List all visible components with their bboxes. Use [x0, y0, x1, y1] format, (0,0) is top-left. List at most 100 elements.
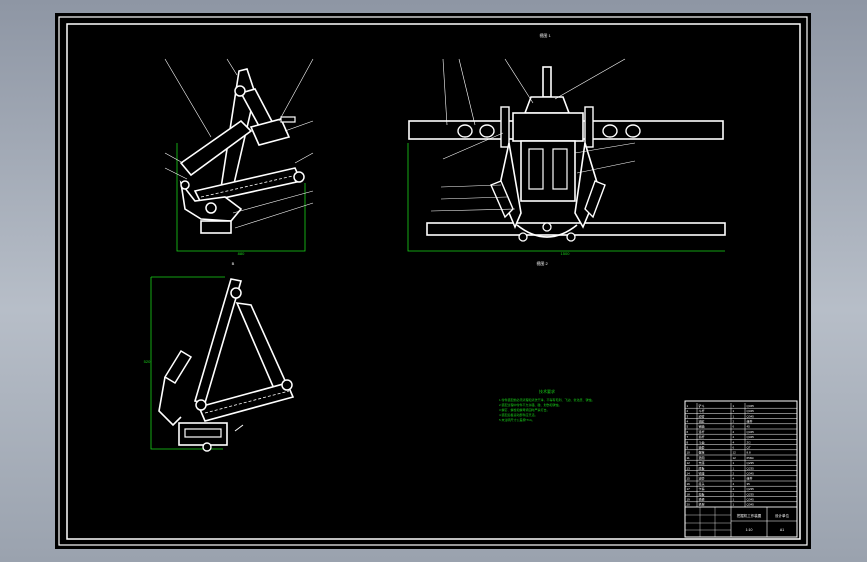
bom-cell: 8 [687, 440, 689, 444]
stick [179, 119, 253, 177]
bom-cell: ZG [747, 440, 752, 444]
dim-frame-rear [407, 143, 725, 252]
wheel-right [566, 232, 576, 242]
roller-left-2 [479, 124, 495, 138]
view-label-side: B [232, 261, 235, 266]
side-pin-mid [195, 399, 207, 411]
bom-cell: 2 [733, 430, 735, 434]
pin-cylinder [293, 171, 305, 183]
outer-border [58, 16, 808, 546]
bom-cell: 10 [687, 451, 691, 455]
roller-right-2 [625, 124, 641, 138]
bom-cell: 1 [733, 414, 735, 418]
bom-cell: Q345 [747, 409, 755, 413]
bom-cell: 4 [733, 482, 735, 486]
drawing-name: 挖掘机工作装置 [737, 513, 762, 518]
tech-notes: 技术要求 1.零件装配前必须清理和清洗干净，不得有毛刺、飞边、氧化皮、锈蚀。 2… [499, 388, 595, 422]
view-front-arm: 880 [164, 58, 314, 256]
bom-cell: 销轴 [699, 424, 705, 429]
bucket-base [200, 220, 232, 234]
mast-head [523, 96, 571, 114]
bom-cell: 1 [733, 498, 735, 502]
bom-cell: 18 [687, 492, 691, 496]
bucket-arc [516, 224, 578, 238]
bom-cell: 4 [687, 420, 689, 424]
company-name: 设计单位 [775, 513, 789, 518]
bom-cell: 6 [687, 430, 689, 434]
bom-cell: Q235 [747, 492, 755, 496]
scale: 1:10 [746, 528, 753, 532]
side-pin-top [230, 287, 242, 299]
post-right [584, 106, 594, 148]
post-left [500, 106, 510, 148]
bom-cell: 6 [733, 446, 735, 450]
bom-cell: 16 [687, 482, 691, 486]
view-side: B 520 [144, 261, 295, 452]
sheet-size: A1 [780, 528, 784, 532]
bom-cell: Q345 [747, 435, 755, 439]
view-rear: 视图 1 1500 [407, 32, 726, 266]
bom-cell: 2 [687, 409, 689, 413]
bom-cell: 机架 [699, 502, 705, 507]
mast [542, 66, 552, 98]
bom-cell: Q235 [747, 487, 755, 491]
view-label-top: 视图 1 [539, 32, 551, 38]
bom-cell: 65Mn [747, 456, 755, 460]
dim-width-side: 1500 [561, 251, 571, 256]
leaders-front [164, 58, 314, 229]
bom-cell: Q345 [747, 498, 755, 502]
bom-cell: 11 [687, 456, 690, 460]
body-slot-right [552, 148, 568, 190]
roller-left-1 [457, 124, 473, 138]
pin-stick [180, 180, 190, 190]
tech-notes-title: 技术要求 [539, 388, 555, 394]
pin-boom-top [234, 85, 246, 97]
bom-cell: 铰座 [699, 471, 705, 476]
bom-cell: 17 [687, 487, 691, 491]
side-pin-right [281, 379, 293, 391]
bom-cell: Q235 [747, 461, 755, 465]
bom-cell: 横梁 [699, 497, 705, 502]
bom-cell: 4 [733, 487, 735, 491]
tech-note-2: 2.装配过程中零件不允许磕、碰、划伤和锈蚀。 [499, 402, 562, 407]
leg-right [574, 142, 600, 229]
bom-cell: Q345 [747, 404, 755, 408]
bom-cell: 动臂 [699, 413, 705, 418]
bom-cell: Q345 [747, 503, 755, 507]
drawing-sheet: 880 视图 1 [55, 13, 811, 549]
bom-cell: 7 [687, 435, 689, 439]
center-frame [512, 112, 584, 142]
bom-cell: 6 [733, 425, 735, 429]
tech-note-1: 1.零件装配前必须清理和清洗干净，不得有毛刺、飞边、氧化皮、锈蚀。 [499, 397, 595, 402]
pin-bucket [205, 202, 217, 214]
bom-grid [685, 403, 797, 508]
bom-cell: Q345 [747, 472, 755, 476]
bom-cell: 1 [733, 404, 735, 408]
bom-cell: 12 [687, 461, 691, 465]
bom-cell: 4 [733, 440, 735, 444]
bom-cell: 斗杆 [699, 408, 705, 413]
bom-cell: 连杆 [699, 429, 705, 434]
leaders-rear [430, 58, 636, 212]
side-bucket-back [158, 376, 182, 427]
cyl-right [584, 180, 606, 219]
bom-cell: 底板 [699, 465, 705, 470]
tech-note-3: 3.螺钉、螺栓和螺母紧固时严禁打击。 [499, 407, 550, 412]
inner-border [66, 23, 801, 540]
bom-cell: 组件 [747, 476, 753, 481]
bom-cell: 1 [733, 503, 735, 507]
leg-left [498, 142, 522, 230]
bom-cell: 斗齿 [699, 439, 705, 444]
bom-cell: 油缸 [699, 419, 705, 424]
bottom-beam [426, 222, 726, 236]
wheel-left [518, 232, 528, 242]
bom-cell: 5 [687, 425, 689, 429]
bom-cell: 垫圈 [699, 455, 705, 460]
bom-cell: 挡板 [699, 491, 705, 496]
bom-cell: Q345 [747, 430, 755, 434]
bom-cell: 2 [733, 435, 735, 439]
bom-cell: 20 [687, 503, 691, 507]
bom-cell: 卡箍 [699, 486, 705, 491]
bom-cell: Q235 [747, 466, 755, 470]
